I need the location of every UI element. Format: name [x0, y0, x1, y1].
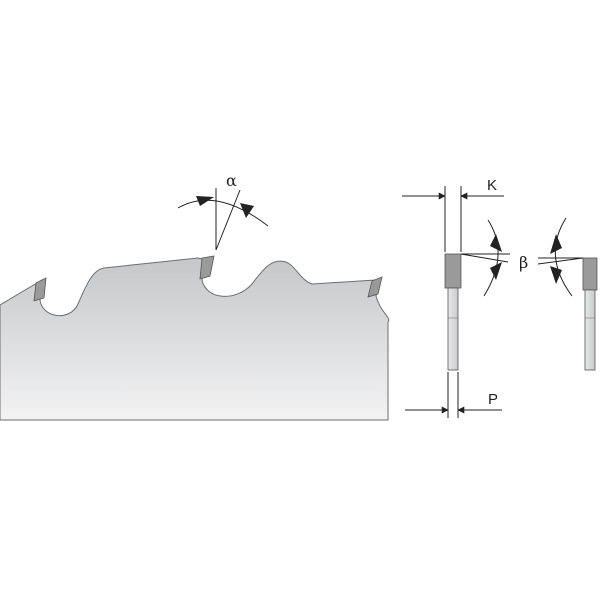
alpha-face-line: [215, 189, 241, 251]
alpha-arc: [177, 199, 269, 227]
right-tooth-body: [582, 257, 598, 291]
left-tooth-body: [444, 253, 462, 289]
alpha-arrow-left: [196, 196, 214, 206]
beta-label: β: [519, 253, 528, 272]
beta-right-face-line: [537, 257, 584, 265]
alpha-angle-annotation: α: [177, 171, 269, 251]
blade-profile: [0, 255, 390, 421]
carbide-tip-2: [199, 255, 215, 280]
beta-left-arrow-bottom: [490, 262, 502, 280]
beta-right-arc: [554, 217, 573, 297]
kerf-label: K: [487, 177, 497, 194]
carbide-tip-1: [33, 277, 47, 302]
beta-left-arc: [483, 219, 499, 297]
beta-angle-right: β: [519, 217, 584, 297]
beta-angle-left: [460, 219, 510, 297]
kerf-dimension: K: [402, 177, 504, 252]
beta-left-face-line: [460, 253, 509, 263]
left-plate: [447, 287, 459, 371]
alpha-arrow-right: [240, 203, 254, 218]
beta-right-arrow-bottom: [550, 266, 562, 284]
beta-left-arrow-top: [490, 234, 502, 252]
blade-body: [0, 257, 390, 421]
carbide-tip-3: [367, 276, 383, 298]
right-plate: [584, 289, 596, 371]
plate-label: P: [488, 391, 498, 408]
cross-section: [444, 253, 598, 371]
beta-right-arrow-top: [550, 234, 562, 254]
plate-dimension: P: [405, 372, 502, 418]
alpha-label: α: [226, 171, 237, 190]
